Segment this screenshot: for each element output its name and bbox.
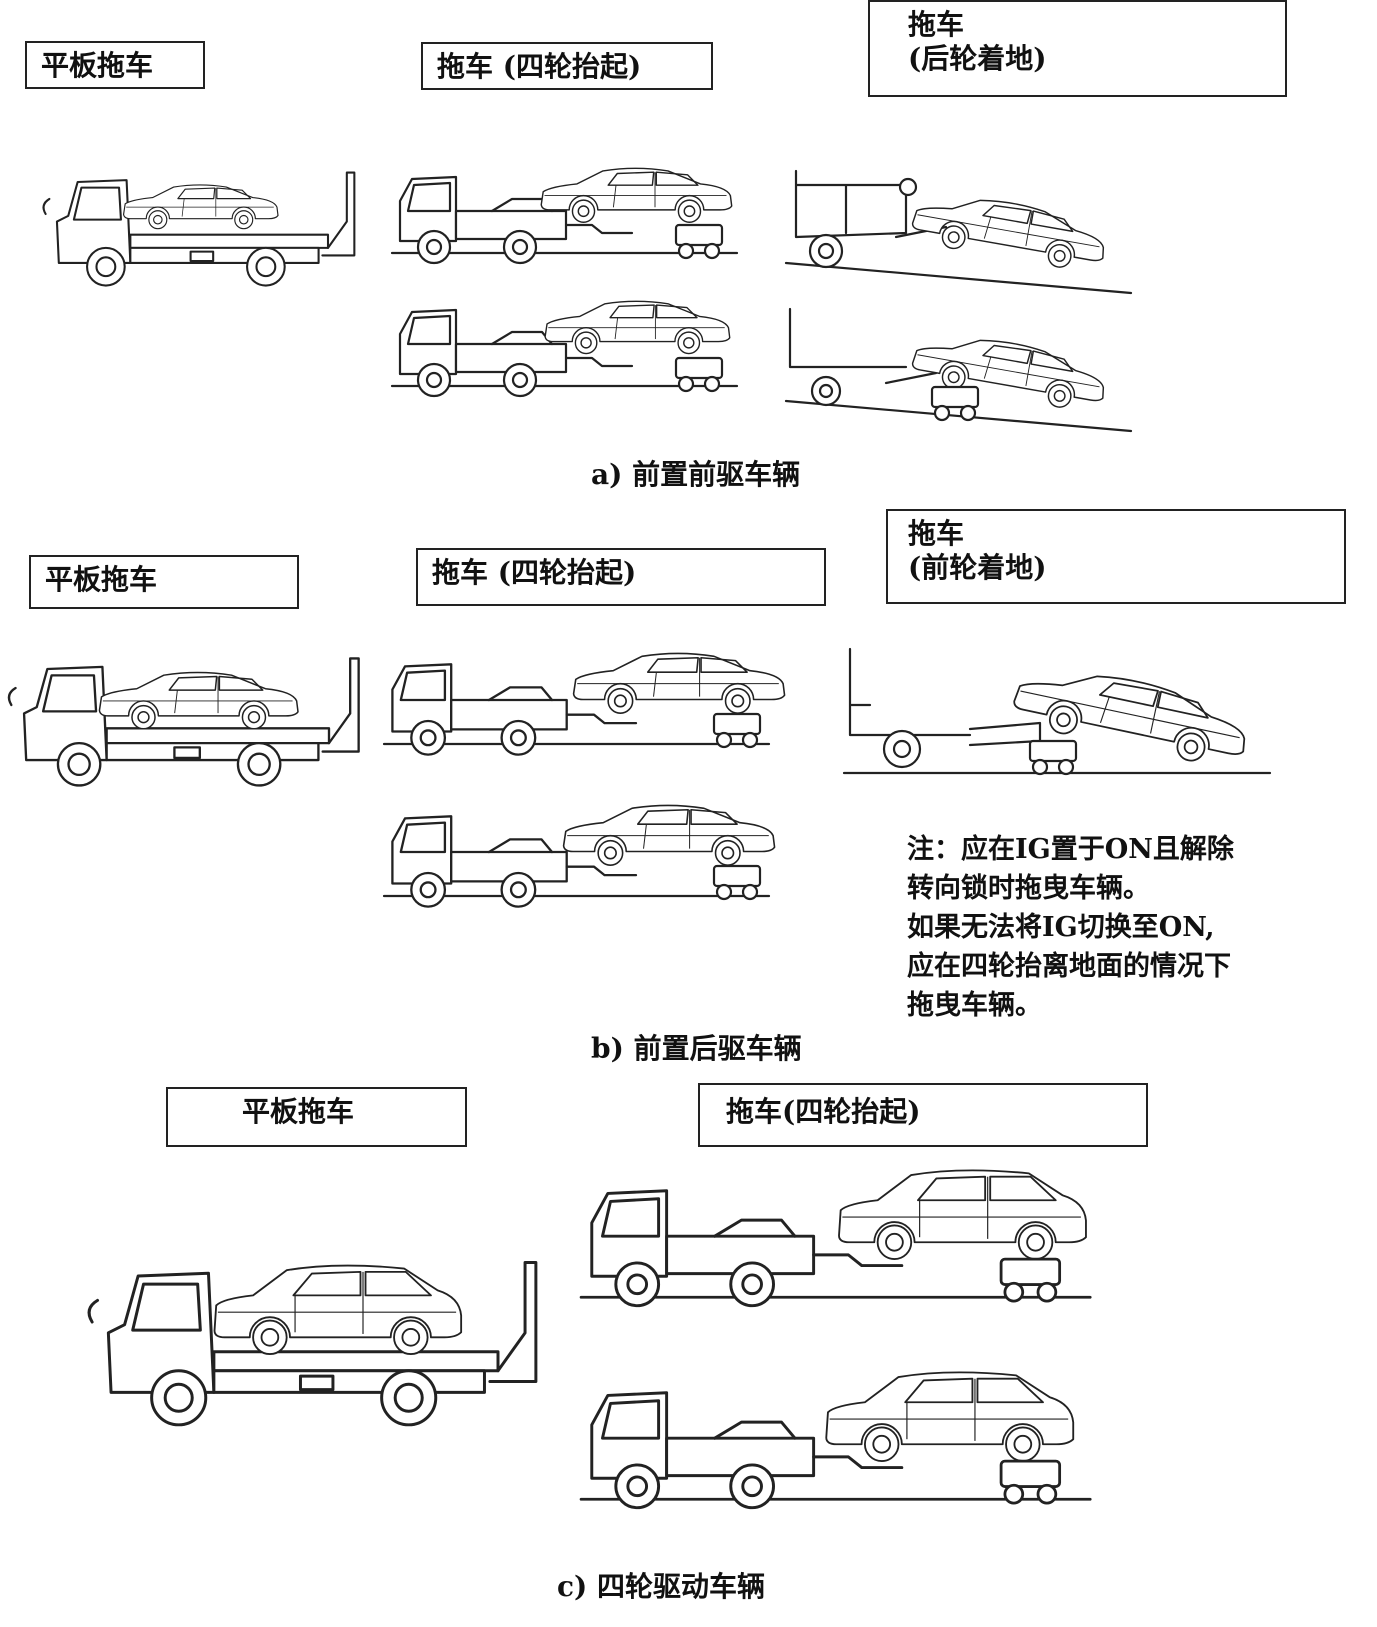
four-lift-illustration-c1 [579,1169,1092,1308]
label-tow-sub-a: (后轮着地) [908,42,1047,75]
flatbed-truck-illustration-a [42,171,356,287]
four-lift-illustration-b1 [382,652,786,756]
flatbed-truck-illustration-b [7,657,360,787]
note-line-4: 应在四轮抬离地面的情况下 [907,951,1231,982]
note-line-5: 拖曳车辆。 [907,990,1042,1021]
four-lift-illustration-c2 [579,1371,1092,1510]
flatbed-truck-illustration-c [87,1260,538,1427]
four-lift-illustration-a2 [390,300,739,398]
note-line-3: 如果无法将IG切换至ON, [907,912,1215,943]
label-four-lift-a: 拖车 (四轮抬起) [421,42,713,90]
label-flatbed-b: 平板拖车 [29,555,299,609]
tow-rear-ground-illustration-a1 [784,169,1133,295]
label-tow-sub-b: (前轮着地) [908,551,1047,584]
four-lift-illustration-a1 [390,167,739,265]
label-four-lift-b: 拖车 (四轮抬起) [416,548,826,606]
label-tow-rear-ground-a: 拖车 (后轮着地) [868,0,1287,97]
caption-b: b) 前置后驱车辆 [591,1032,802,1065]
note-line-1: 注：应在IG置于ON且解除 [907,834,1234,865]
tow-front-ground-illustration-b [842,647,1272,776]
label-flatbed-c: 平板拖车 [166,1087,467,1147]
label-flatbed-a: 平板拖车 [25,41,205,89]
label-tow-title-a: 拖车 [908,8,965,41]
note-line-2: 转向锁时拖曳车辆。 [907,873,1150,904]
towing-note: 注：应在IG置于ON且解除 转向锁时拖曳车辆。 如果无法将IG切换至ON, 应在… [907,830,1234,1025]
caption-c: c) 四轮驱动车辆 [557,1570,766,1603]
label-tow-title-b: 拖车 [908,517,965,550]
four-lift-illustration-b2 [382,804,776,908]
tow-rear-ground-illustration-a2 [784,307,1133,433]
caption-a: a) 前置前驱车辆 [591,458,801,491]
label-tow-front-ground-b: 拖车 (前轮着地) [886,509,1346,604]
label-four-lift-c: 拖车(四轮抬起) [698,1083,1148,1147]
